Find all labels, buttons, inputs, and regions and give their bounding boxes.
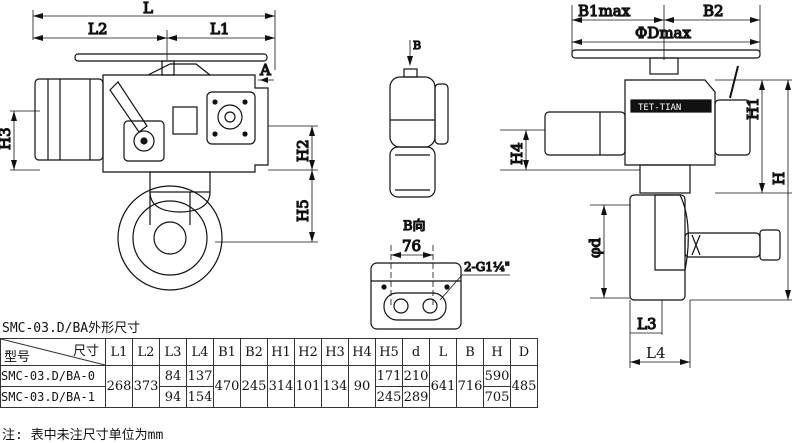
value-cell: 134 xyxy=(321,365,349,408)
dim-L: L xyxy=(143,0,153,17)
model-cell: SMC-03.D/BA-0 xyxy=(0,365,106,387)
dim-L3: L3 xyxy=(637,315,657,333)
b-view-title: B向 xyxy=(403,218,426,234)
dim-H4: H4 xyxy=(508,142,526,165)
value-cell: 171 xyxy=(375,365,403,387)
value-cell: 470 xyxy=(213,365,241,408)
value-cell: 84 xyxy=(159,365,187,387)
dim-L2: L2 xyxy=(88,20,108,38)
table-row: SMC-03.D/BA-0 268 373 84 137 470 245 314… xyxy=(0,365,538,408)
table-caption: SMC-03.D/BA外形尺寸 xyxy=(2,321,141,336)
dim-d: φd xyxy=(586,237,604,258)
corner-label-dimension: 尺寸 xyxy=(72,344,99,359)
dim-76: 76 xyxy=(402,237,421,255)
value-cell: 210 xyxy=(402,365,430,387)
value-cell: 590 xyxy=(483,365,511,387)
label-B: B xyxy=(413,39,421,52)
table-row: SMC-03.D/BA-1 94 154 245 289 705 xyxy=(0,386,538,408)
side-view: B xyxy=(389,38,449,198)
value-cell: 245 xyxy=(240,365,268,408)
dim-B2: B2 xyxy=(703,2,724,20)
header-cell: L1 xyxy=(105,338,133,366)
header-cell: H xyxy=(483,338,511,366)
spec-table: 尺寸 型号 L1 L2 L3 L4 B1 B2 H1 H2 H3 H4 H5 d… xyxy=(0,338,538,408)
header-cell: B xyxy=(456,338,484,366)
value-cell: 289 xyxy=(402,386,430,408)
value-cell: 705 xyxy=(483,386,511,408)
right-view: B1max B2 ΦDmax TET-TIAN xyxy=(500,1,792,368)
header-cell: H3 xyxy=(321,338,349,366)
value-cell: 268 xyxy=(105,365,133,408)
label-A: A xyxy=(259,61,271,79)
header-cell: d xyxy=(402,338,430,366)
nameplate: TET-TIAN xyxy=(638,103,681,113)
header-cell: B2 xyxy=(240,338,268,366)
value-cell: 90 xyxy=(348,365,376,408)
dim-H: H xyxy=(770,172,788,185)
footnote: 注: 表中未注尺寸单位为mm xyxy=(2,428,164,443)
header-cell: L3 xyxy=(159,338,187,366)
dim-L4: L4 xyxy=(646,344,666,362)
header-cell: B1 xyxy=(213,338,241,366)
header-cell: H4 xyxy=(348,338,376,366)
value-cell: 485 xyxy=(510,365,538,408)
dim-H5: H5 xyxy=(294,199,312,222)
header-cell: L xyxy=(429,338,457,366)
dim-H2: H2 xyxy=(294,139,312,162)
dim-H3: H3 xyxy=(0,127,14,150)
header-cell: H5 xyxy=(375,338,403,366)
technical-drawing: L L2 L1 xyxy=(0,0,792,368)
value-cell: 314 xyxy=(267,365,295,408)
dim-B1max: B1max xyxy=(578,2,631,20)
value-cell: 373 xyxy=(132,365,160,408)
dim-Dmax: ΦDmax xyxy=(635,24,691,42)
corner-diagonal xyxy=(0,338,106,366)
value-cell: 245 xyxy=(375,386,403,408)
thread-label: 2-G1¼" xyxy=(464,260,510,274)
corner-label-model: 型号 xyxy=(4,350,31,365)
front-view: L L2 L1 xyxy=(0,0,318,291)
dim-H1: H1 xyxy=(744,97,762,120)
value-cell: 154 xyxy=(186,386,214,408)
header-cell: D xyxy=(510,338,538,366)
value-cell: 716 xyxy=(456,365,484,408)
header-cell: H2 xyxy=(294,338,322,366)
table-corner-cell: 尺寸 型号 xyxy=(0,338,106,366)
header-cell: L4 xyxy=(186,338,214,366)
header-cell: L2 xyxy=(132,338,160,366)
value-cell: 101 xyxy=(294,365,322,408)
dim-L1: L1 xyxy=(210,20,230,38)
b-direction-view: B向 76 2-G1¼" xyxy=(370,217,511,330)
value-cell: 641 xyxy=(429,365,457,408)
table-header-row: 尺寸 型号 L1 L2 L3 L4 B1 B2 H1 H2 H3 H4 H5 d… xyxy=(0,338,538,366)
model-cell: SMC-03.D/BA-1 xyxy=(0,386,106,408)
header-cell: H1 xyxy=(267,338,295,366)
value-cell: 94 xyxy=(159,386,187,408)
value-cell: 137 xyxy=(186,365,214,387)
